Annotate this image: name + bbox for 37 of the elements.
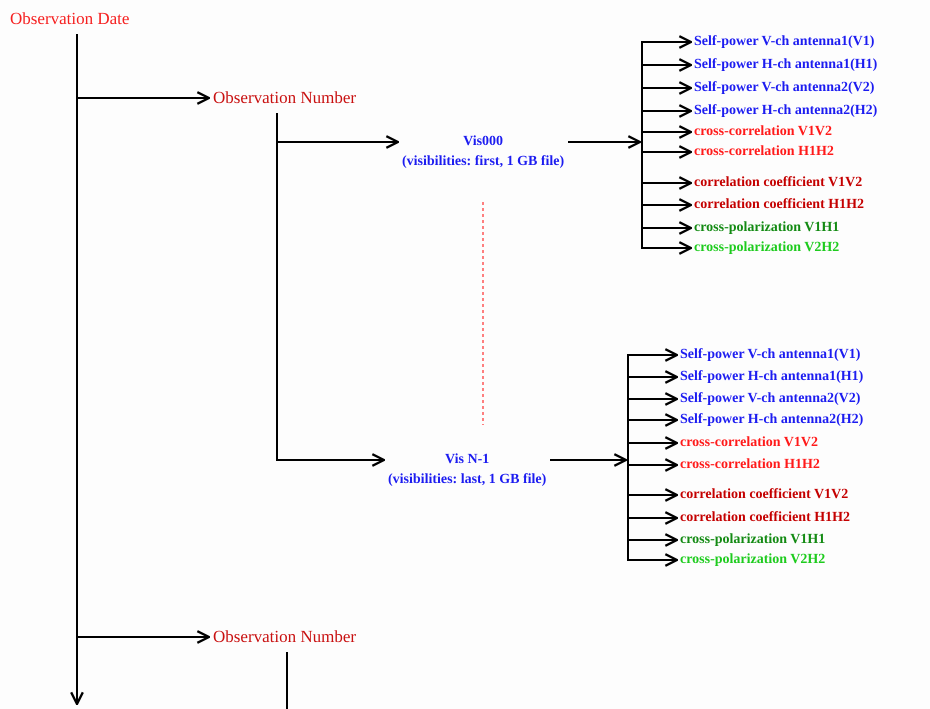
node-label: correlation coefficient H1H2 (680, 509, 850, 527)
node-label: Observation Number (213, 87, 356, 109)
node-label: correlation coefficient V1V2 (680, 486, 848, 504)
node-label: cross-polarization V2H2 (680, 551, 826, 569)
node-label: Self-power H-ch antenna2(H2) (694, 102, 878, 120)
branch-arrow (627, 458, 678, 472)
node-label: Self-power V-ch antenna1(V1) (694, 33, 874, 51)
node-label: Self-power H-ch antenna1(H1) (680, 368, 864, 386)
arrow (70, 34, 84, 706)
arrow (568, 135, 642, 149)
node-label: cross-polarization V1H1 (680, 531, 826, 549)
node-label: correlation coefficient H1H2 (694, 196, 864, 214)
arrow (276, 113, 386, 467)
branch-arrow (627, 460, 678, 567)
node-label: Vis000 (463, 133, 504, 151)
node-label: Vis N-1 (445, 451, 490, 469)
line (286, 652, 288, 709)
node-label: cross-polarization V2H2 (694, 239, 840, 257)
node-label: (visibilities: first, 1 GB file) (402, 153, 564, 171)
node-label: Observation Number (213, 626, 356, 648)
node-label: Self-power V-ch antenna2(V2) (680, 390, 860, 408)
node-label: Self-power V-ch antenna1(V1) (680, 346, 860, 364)
node-label: Observation Date (10, 8, 130, 30)
node-label: cross-correlation H1H2 (694, 143, 834, 161)
node-label: Self-power H-ch antenna1(H1) (694, 56, 878, 74)
dashed-line (482, 202, 484, 426)
arrow (550, 453, 628, 467)
node-label: correlation coefficient V1V2 (694, 174, 862, 192)
node-label: Self-power V-ch antenna2(V2) (694, 79, 874, 97)
branch-arrow (641, 125, 692, 142)
node-label: cross-correlation V1V2 (680, 434, 818, 452)
node-label: cross-polarization V1H1 (694, 219, 840, 237)
node-label: Self-power H-ch antenna2(H2) (680, 411, 864, 429)
node-label: cross-correlation V1V2 (694, 123, 832, 141)
node-label: (visibilities: last, 1 GB file) (388, 471, 546, 489)
branch-arrow (627, 436, 678, 460)
node-label: cross-correlation H1H2 (680, 456, 820, 474)
